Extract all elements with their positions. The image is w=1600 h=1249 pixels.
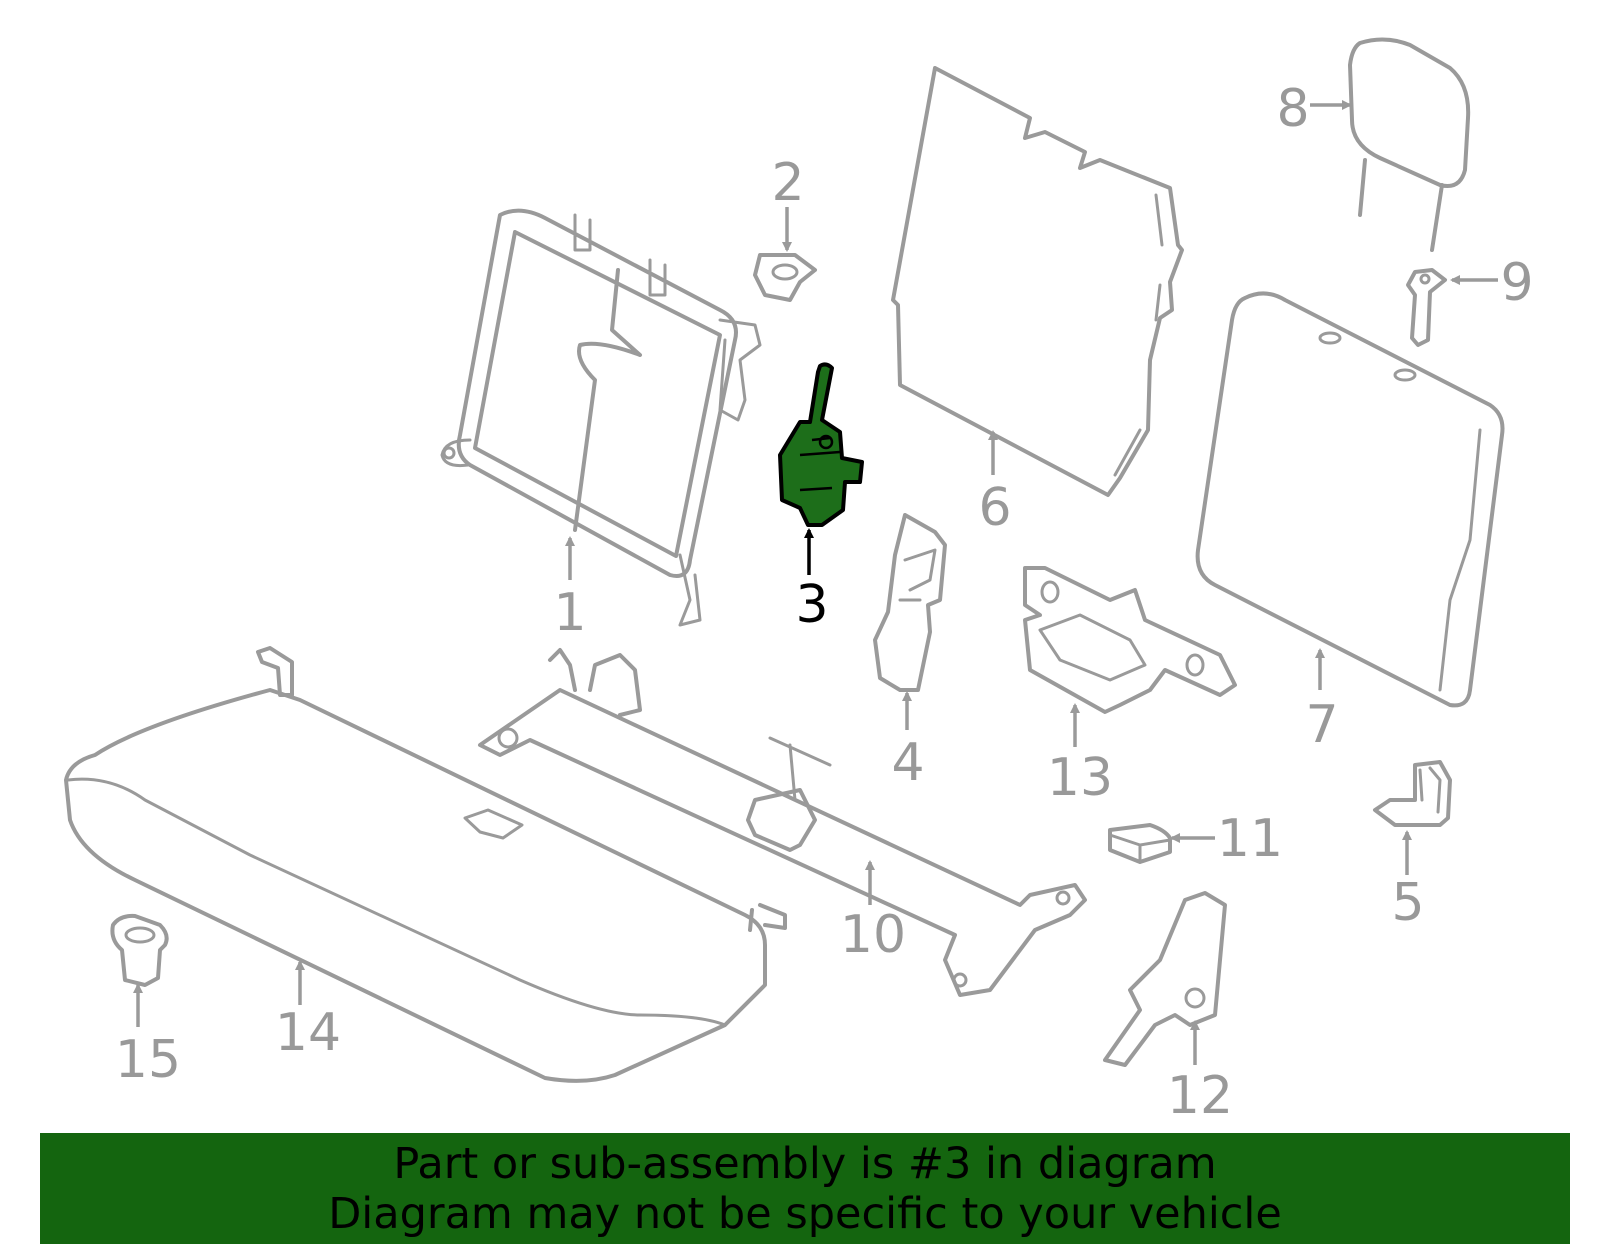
callout-2: 2 [771, 153, 804, 213]
banner-line-1: Part or sub-assembly is #3 in diagram [393, 1139, 1217, 1189]
part-11-block [1108, 823, 1172, 864]
part-14-seat-cushion [64, 646, 787, 1083]
callout-6: 6 [978, 478, 1011, 538]
callout-7: 7 [1305, 695, 1338, 755]
part-1-seatback-frame [440, 208, 762, 627]
part-4-bracket [873, 513, 947, 692]
part-15-grommet [110, 913, 169, 987]
leader-arrows [133, 100, 1498, 1065]
part-6-seatback-board [891, 66, 1184, 497]
part-9-guide [1406, 268, 1447, 347]
callout-8: 8 [1276, 79, 1309, 139]
part-8-headrest [1348, 37, 1471, 252]
part-7-back-panel [1195, 291, 1505, 708]
part-10-frame-bar [478, 648, 1087, 997]
callout-3: 3 [795, 575, 828, 635]
callout-15: 15 [115, 1030, 181, 1090]
callout-12: 12 [1167, 1066, 1233, 1126]
callout-1: 1 [553, 583, 586, 643]
callout-14: 14 [275, 1003, 341, 1063]
info-banner: Part or sub-assembly is #3 in diagram Di… [40, 1133, 1570, 1244]
callout-4: 4 [891, 733, 924, 793]
part-5-bracket [1373, 760, 1452, 827]
part-3-latch [778, 362, 864, 527]
banner-line-2: Diagram may not be specific to your vehi… [328, 1189, 1282, 1239]
part-12-bracket [1103, 891, 1227, 1067]
callout-10: 10 [840, 905, 906, 965]
callout-labels: 1 2 3 4 5 6 7 8 9 10 11 12 13 14 15 [115, 79, 1534, 1126]
callout-13: 13 [1047, 748, 1113, 808]
callout-5: 5 [1391, 873, 1424, 933]
part-2-clip [753, 253, 817, 302]
callout-9: 9 [1500, 253, 1533, 313]
part-13-mechanism [1023, 566, 1237, 714]
callout-11: 11 [1217, 809, 1283, 869]
